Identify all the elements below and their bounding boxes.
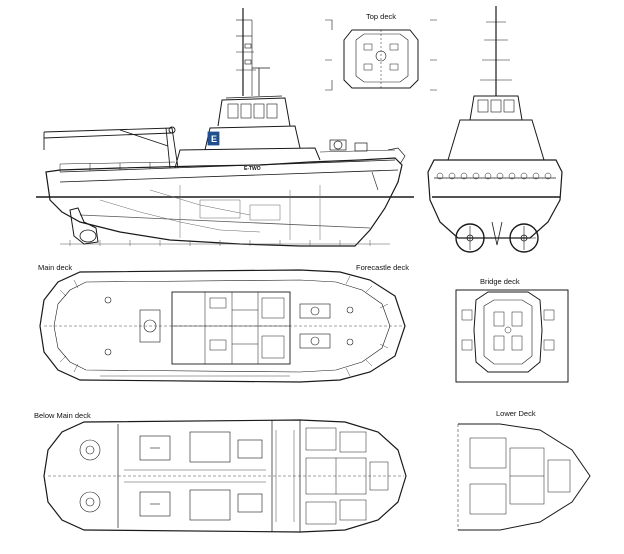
- propeller-nozzle: [79, 229, 97, 243]
- bow-equipment: [329, 139, 406, 165]
- below-main-deck-outline: [43, 419, 407, 533]
- below-main-deck-title: Below Main deck: [34, 411, 91, 420]
- main-deck-rooms: [172, 292, 290, 364]
- hull-internal-detail: [99, 185, 321, 240]
- main-deck-winches: [104, 296, 354, 356]
- frame-marks: [60, 240, 390, 246]
- sheer-line: [59, 169, 399, 183]
- lower-deck-outline: [458, 423, 591, 531]
- forecastle-deck-title: Forecastle deck: [356, 263, 409, 272]
- main-engines: [139, 431, 263, 521]
- wheelhouse: [217, 97, 291, 127]
- bridge-consoles: [493, 311, 523, 351]
- deck-crane: [43, 126, 179, 169]
- front-hull-outline: [427, 159, 563, 239]
- wheelhouse-windows: [227, 103, 278, 119]
- side-profile-view: E: [36, 8, 414, 247]
- below-main-deck-plan: [43, 419, 407, 533]
- hull-outline: [45, 157, 403, 247]
- bridge-deck-plan: [455, 289, 569, 383]
- superstructure-lower: [174, 147, 321, 169]
- skeg: [491, 221, 503, 246]
- below-main-deck-piping: [124, 430, 295, 522]
- wheelhouse-roof: [225, 95, 283, 99]
- lower-deck-rooms: [469, 437, 571, 515]
- main-deck-title: Main deck: [38, 263, 73, 272]
- main-deck-line: [59, 159, 396, 173]
- front-elevation-view: [427, 6, 563, 253]
- azimuth-thruster: [69, 207, 99, 245]
- front-superstructure: [447, 119, 545, 161]
- bridge-wheelhouse: [473, 291, 543, 373]
- superstructure-upper: [204, 125, 301, 151]
- bridge-deck-title: Bridge deck: [480, 277, 520, 286]
- front-fender-ring: [436, 172, 552, 180]
- top-deck-outline: [343, 29, 419, 89]
- thruster-rooms: [79, 439, 101, 513]
- main-deck-accommodation: [171, 291, 291, 365]
- main-deck-fender-segments: [59, 275, 389, 377]
- top-deck-mast-base: [375, 50, 387, 62]
- bridge-deck-outline: [455, 289, 569, 383]
- lower-deck-plan: [457, 423, 591, 531]
- bridge-console-area: [483, 299, 533, 365]
- main-deck-plan: [39, 269, 406, 383]
- vessel-name: E-TWO: [244, 166, 261, 172]
- twin-thrusters: [455, 223, 539, 253]
- top-deck-inner: [355, 33, 409, 83]
- section-markers: [325, 19, 437, 91]
- top-deck-title: Top deck: [366, 12, 397, 21]
- top-deck-equipment: [363, 43, 399, 71]
- front-mast-yards: [480, 21, 512, 81]
- lower-deck-title: Lower Deck: [496, 409, 536, 418]
- front-wheelhouse-windows: [477, 99, 515, 113]
- bow-fender-detail: [371, 171, 379, 191]
- brand-logo: [207, 131, 220, 146]
- forward-cabins: [305, 427, 389, 525]
- top-deck-plan: [325, 19, 437, 91]
- bridge-wings: [461, 309, 555, 351]
- brand-logo-letter: E: [211, 134, 217, 144]
- inner-deck-line: [79, 214, 371, 229]
- main-deck-outline: [39, 269, 406, 383]
- below-main-deck-bulkheads: [117, 420, 301, 532]
- mast-yards: [236, 19, 256, 96]
